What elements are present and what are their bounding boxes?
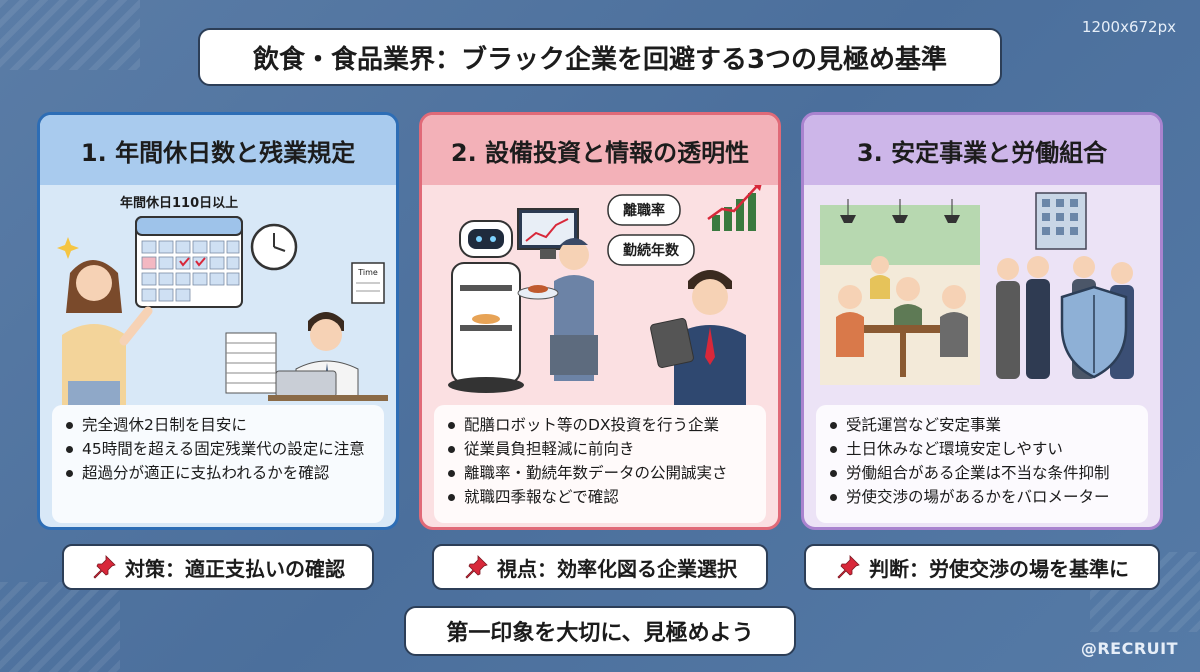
card-holidays-overtime: 1. 年間休日数と残業規定 年間休日110日以上 <box>37 112 399 530</box>
takeaway-pill: 視点：効率化図る企業選択 <box>432 544 768 590</box>
decorative-stripes <box>0 582 120 672</box>
bullet-item: 離職率・勤続年数データの公開誠実さ <box>446 461 754 485</box>
shield-icon <box>1060 285 1128 379</box>
speech-bubble: 離職率 <box>607 194 681 226</box>
bullet-item: 45時間を超える固定残業代の設定に注意 <box>64 437 372 461</box>
pushpin-icon <box>465 555 488 579</box>
businessman-tablet-figure <box>650 270 746 405</box>
footer-message: 第一印象を大切に、見極めよう <box>404 606 796 656</box>
svg-text:離職率: 離職率 <box>623 202 665 219</box>
illustration-cafeteria-union <box>804 185 1160 405</box>
woman-figure <box>62 260 153 405</box>
monitor-chart-icon <box>517 208 579 259</box>
bullet-item: 完全週休2日制を目安に <box>64 413 372 437</box>
page-title: 飲食・食品業界：ブラック企業を回避する3つの見極め基準 <box>198 28 1002 86</box>
staff-figure <box>517 238 598 381</box>
card-heading: 3. 安定事業と労働組合 <box>804 115 1160 185</box>
card-stable-business-union: 3. 安定事業と労働組合 <box>801 112 1163 530</box>
bullet-list: 完全週休2日制を目安に 45時間を超える固定残業代の設定に注意 超過分が適正に支… <box>52 405 384 523</box>
bullet-item: 配膳ロボット等のDX投資を行う企業 <box>446 413 754 437</box>
size-label: 1200x672px <box>1081 18 1176 36</box>
pill-text: 視点：効率化図る企業選択 <box>497 556 737 581</box>
bullet-item: 超過分が適正に支払われるかを確認 <box>64 461 372 485</box>
takeaway-pill: 判断：労使交渉の場を基準に <box>804 544 1160 590</box>
office-worker-figure <box>268 312 388 401</box>
card-heading: 2. 設備投資と情報の透明性 <box>422 115 778 185</box>
bullet-item: 土日休みなど環境安定しやすい <box>828 437 1136 461</box>
clock-icon <box>250 223 298 271</box>
illustration-calendar-office: 年間休日110日以上 <box>40 185 396 405</box>
paper-stack-icon <box>225 332 277 394</box>
illustration-robot-data: 離職率 勤続年数 <box>422 185 778 405</box>
sparkle-icon <box>57 237 79 259</box>
bullet-item: 労使交渉の場があるかをバロメーター <box>828 485 1136 509</box>
time-card-icon: Time <box>351 262 385 304</box>
pill-text: 対策：適正支払いの確認 <box>125 556 345 581</box>
illus-label: 年間休日110日以上 <box>120 195 238 211</box>
takeaway-pill: 対策：適正支払いの確認 <box>62 544 374 590</box>
building-icon <box>1035 192 1087 250</box>
svg-text:勤続年数: 勤続年数 <box>623 242 680 259</box>
bullet-item: 就職四季報などで確認 <box>446 485 754 509</box>
bullet-list: 配膳ロボット等のDX投資を行う企業 従業員負担軽減に前向き 離職率・勤続年数デー… <box>434 405 766 523</box>
serving-robot-icon <box>448 220 524 393</box>
decorative-stripes <box>0 0 140 70</box>
bullet-item: 受託運営など安定事業 <box>828 413 1136 437</box>
calendar-icon <box>135 216 243 308</box>
brand-label: @RECRUIT <box>1080 639 1178 658</box>
pushpin-icon <box>837 555 860 579</box>
growth-chart-icon <box>707 185 762 231</box>
card-investment-transparency: 2. 設備投資と情報の透明性 <box>419 112 781 530</box>
pill-text: 判断：労使交渉の場を基準に <box>869 556 1129 581</box>
cafeteria-scene <box>820 199 980 385</box>
bullet-list: 受託運営など安定事業 土日休みなど環境安定しやすい 労働組合がある企業は不当な条… <box>816 405 1148 523</box>
speech-bubble: 勤続年数 <box>607 234 695 266</box>
svg-text:Time: Time <box>357 268 378 277</box>
pushpin-icon <box>93 555 116 579</box>
bullet-item: 労働組合がある企業は不当な条件抑制 <box>828 461 1136 485</box>
card-heading: 1. 年間休日数と残業規定 <box>40 115 396 185</box>
bullet-item: 従業員負担軽減に前向き <box>446 437 754 461</box>
